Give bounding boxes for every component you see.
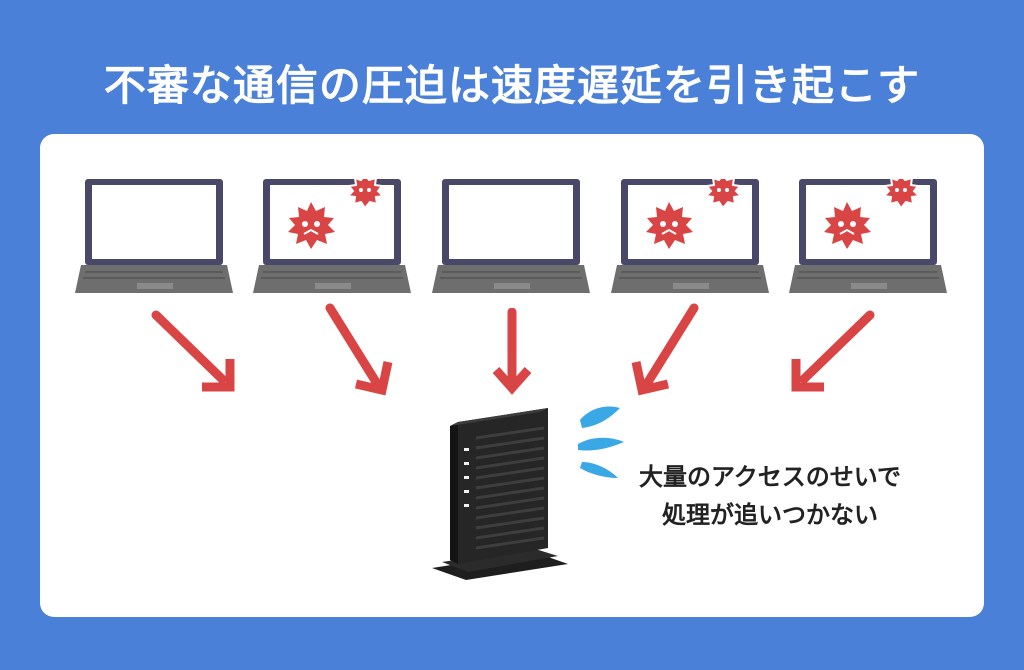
caption-line-1: 大量のアクセスのせいで bbox=[638, 463, 902, 491]
laptop-icon bbox=[253, 179, 411, 293]
laptop-icon bbox=[789, 179, 947, 293]
arrow-2 bbox=[325, 303, 393, 396]
laptop-1 bbox=[75, 179, 235, 297]
page-title: 不審な通信の圧迫は速度遅延を引き起こす bbox=[103, 61, 921, 110]
arrow-4 bbox=[631, 303, 699, 396]
laptop-icon bbox=[611, 179, 769, 293]
laptop-5 bbox=[789, 179, 949, 297]
virus-icon bbox=[345, 179, 386, 210]
virus-icon bbox=[646, 202, 693, 249]
laptop-icon bbox=[432, 179, 590, 293]
laptop-3 bbox=[432, 179, 592, 297]
laptop-4 bbox=[611, 179, 771, 297]
router-icon bbox=[432, 408, 568, 580]
virus-icon bbox=[824, 202, 871, 249]
laptop-icon bbox=[75, 179, 233, 293]
router-caption: 大量のアクセスのせいで 処理が追いつかない bbox=[600, 458, 940, 534]
arrow-5 bbox=[791, 310, 875, 392]
virus-icon bbox=[288, 202, 335, 249]
arrow-1 bbox=[151, 310, 235, 392]
arrow-3 bbox=[492, 308, 532, 395]
sweat-drops-icon bbox=[578, 406, 624, 478]
caption-line-2: 処理が追いつかない bbox=[662, 501, 878, 529]
laptop-2 bbox=[253, 179, 413, 297]
virus-icon bbox=[881, 179, 922, 210]
virus-icon bbox=[703, 179, 744, 210]
